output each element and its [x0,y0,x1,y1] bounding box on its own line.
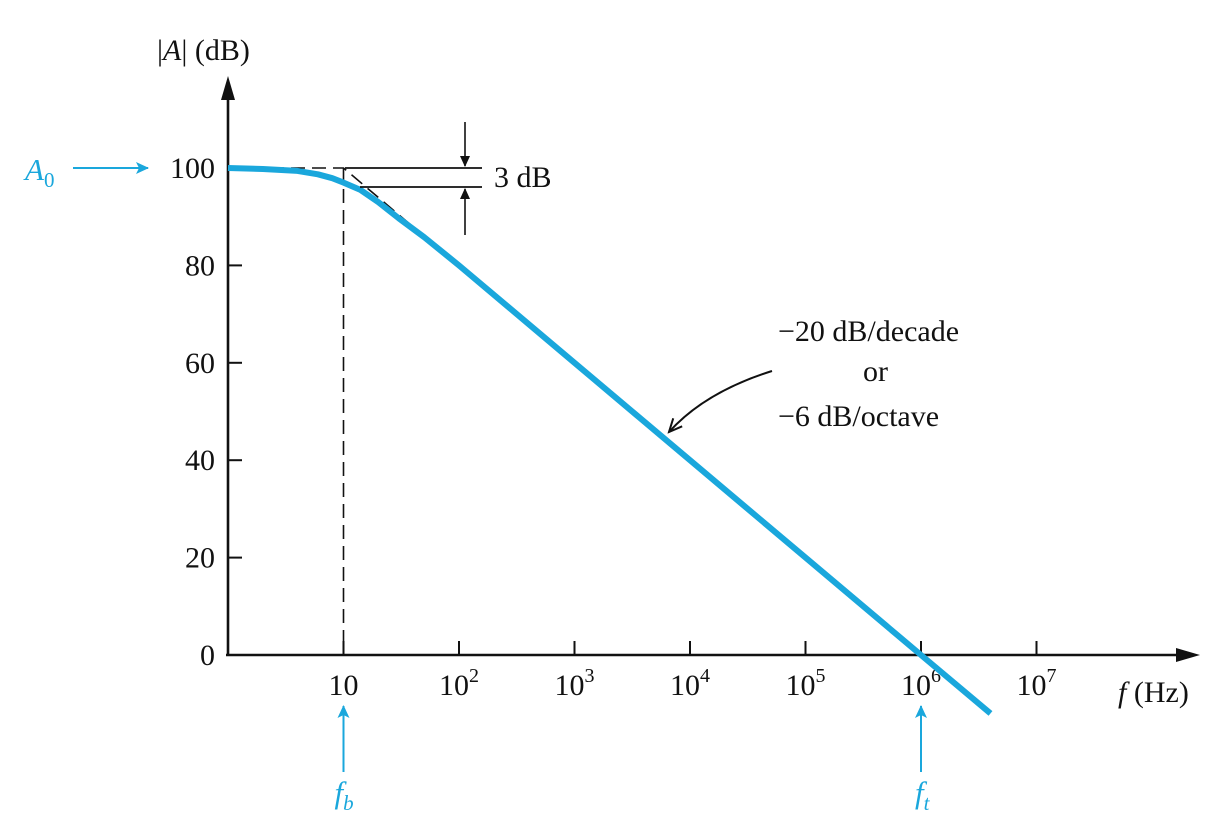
x-tick-label: 106 [901,665,941,702]
slope-line-1: −20 dB/decade [778,315,959,348]
x-tick-label: 103 [555,665,595,702]
three-db-annotation: 3 dB [345,122,552,235]
y-tick-label: 20 [185,542,215,575]
a0-label: A0 [23,152,54,192]
x-tick-label: 102 [439,665,479,702]
a0-marker: A0 [23,152,149,192]
y-tick-label: 40 [185,444,215,477]
x-tick-label: 107 [1017,665,1057,702]
fb-label: fb [335,775,354,815]
x-axis-arrowhead [1176,648,1200,662]
response-curve [227,165,993,716]
x-tick-label: 105 [786,665,826,702]
y-axis-arrowhead [221,76,235,100]
slope-annotation: −20 dB/decade or −6 dB/octave [669,315,959,433]
y-tick-label: 100 [170,152,215,185]
ft-label: ft [915,775,931,815]
y-tick-label: 60 [185,347,215,380]
y-tick-label: 0 [200,639,215,672]
fb-marker: fb [335,705,354,815]
slope-pointer-arrow [669,370,773,432]
slope-line-3: −6 dB/octave [778,400,939,433]
x-tick-label: 10 [329,669,359,702]
x-axis-label: f (Hz) [1118,676,1189,709]
x-ticks: 10 102 103 104 105 106 107 [329,641,1057,702]
ft-marker: ft [915,705,931,815]
x-tick-label: 104 [670,665,710,702]
y-tick-label: 80 [185,249,215,282]
y-axis-label: |A| (dB) [157,34,250,67]
slope-line-2: or [863,355,888,388]
three-db-label: 3 dB [494,161,552,194]
y-ticks: 0 20 40 60 80 100 [170,152,242,672]
